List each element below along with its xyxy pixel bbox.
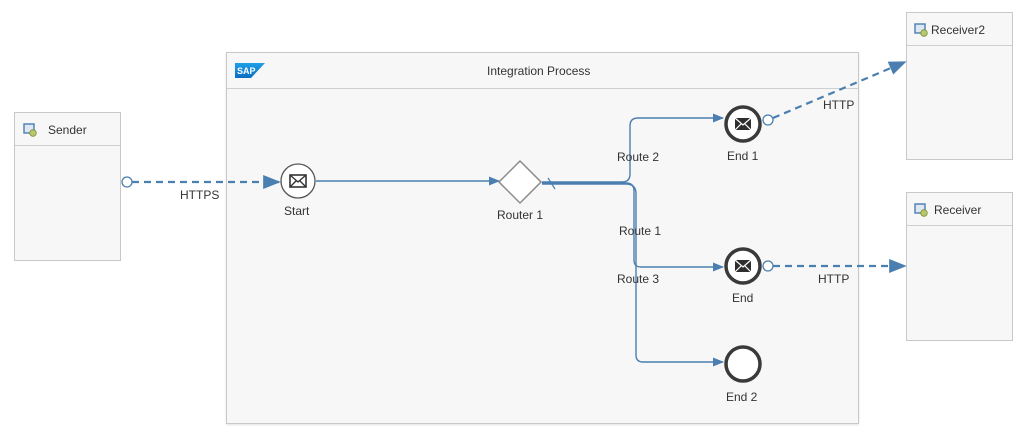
- flow-route-3[interactable]: [542, 183, 725, 367]
- channel-end-to-receiver[interactable]: [762, 258, 907, 274]
- route2-label: Route 2: [617, 150, 660, 164]
- receiver-label: Receiver: [934, 203, 982, 217]
- envelope-filled-icon: [734, 117, 752, 131]
- integration-process-title: Integration Process: [487, 64, 591, 78]
- receiver2-label: Receiver2: [931, 23, 986, 37]
- envelope-icon: [289, 174, 307, 188]
- flow-route-2[interactable]: [542, 113, 725, 183]
- participant-icon: [23, 123, 37, 137]
- receiver-header: Receiver: [907, 193, 1012, 226]
- sender-participant[interactable]: Sender: [14, 112, 121, 261]
- end2-event[interactable]: [724, 345, 762, 383]
- end2-label: End 2: [726, 390, 758, 404]
- channel-label-http-receiver: HTTP: [818, 272, 850, 286]
- integration-process-header: SAP Integration Process: [227, 53, 858, 89]
- participant-icon: [914, 203, 928, 217]
- flow-route-1[interactable]: [542, 182, 725, 272]
- end1-event[interactable]: [724, 105, 762, 143]
- receiver-participant[interactable]: Receiver: [906, 192, 1013, 341]
- route1-label: Route 1: [619, 224, 662, 238]
- channel-end1-to-receiver2[interactable]: [762, 60, 907, 126]
- end1-label: End 1: [727, 149, 759, 163]
- channel-label-http-receiver2: HTTP: [823, 98, 855, 112]
- receiver2-header: Receiver2: [907, 13, 1012, 46]
- channel-sender-to-start[interactable]: [121, 174, 281, 190]
- sap-logo-icon: SAP: [235, 63, 265, 78]
- start-label: Start: [284, 204, 310, 218]
- end-label: End: [732, 291, 754, 305]
- sender-header: Sender: [15, 113, 120, 146]
- router-gateway[interactable]: [497, 159, 543, 205]
- default-flow-marker: [547, 177, 556, 190]
- router-label: Router 1: [497, 208, 544, 222]
- route3-label: Route 3: [617, 272, 660, 286]
- start-event[interactable]: [280, 163, 316, 199]
- sender-label: Sender: [48, 123, 87, 137]
- receiver2-participant[interactable]: Receiver2: [906, 12, 1013, 160]
- participant-icon: [914, 23, 928, 37]
- channel-label-https: HTTPS: [180, 188, 220, 202]
- envelope-filled-icon: [734, 259, 752, 273]
- svg-text:SAP: SAP: [237, 66, 256, 76]
- end-event[interactable]: [724, 247, 762, 285]
